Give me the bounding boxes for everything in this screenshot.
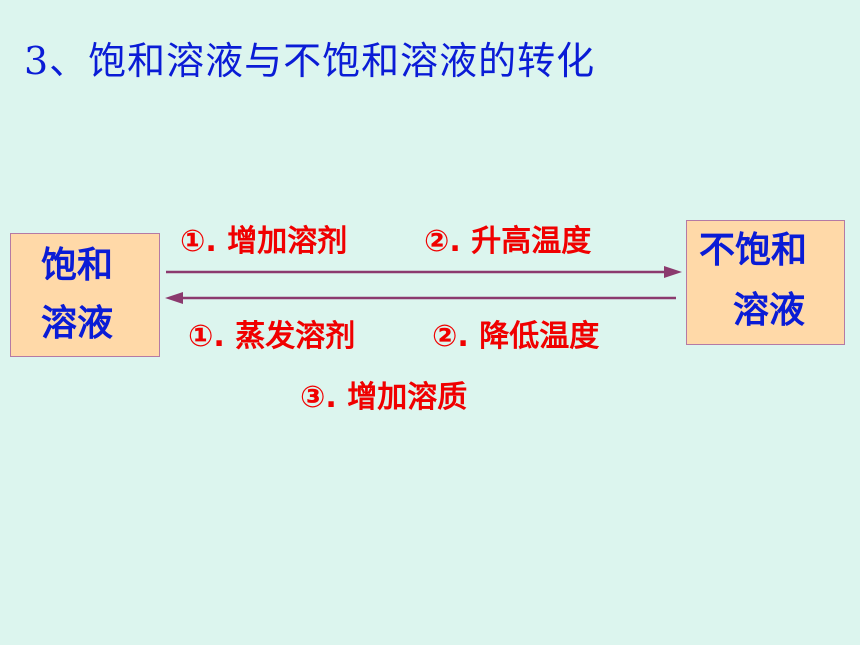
unsaturated-solution-box: 不饱和 溶液	[686, 220, 845, 345]
saturated-label-line1: 饱和	[41, 245, 114, 286]
forward-arrow	[166, 266, 682, 278]
backward-condition-3: ③. 增加溶质	[300, 380, 468, 415]
page-title: 3、饱和溶液与不饱和溶液的转化	[24, 39, 596, 83]
unsaturated-label-line1: 不饱和	[699, 230, 808, 271]
backward-arrow	[165, 292, 676, 304]
saturated-label-line2: 溶液	[41, 303, 114, 344]
forward-condition-2: ②. 升高温度	[424, 224, 592, 259]
saturated-solution-box: 饱和 溶液	[10, 233, 160, 357]
unsaturated-label-line2: 溶液	[733, 290, 806, 331]
backward-condition-2: ②. 降低温度	[432, 319, 600, 354]
backward-condition-1: ①. 蒸发溶剂	[188, 319, 356, 354]
forward-condition-1: ①. 增加溶剂	[180, 224, 348, 259]
